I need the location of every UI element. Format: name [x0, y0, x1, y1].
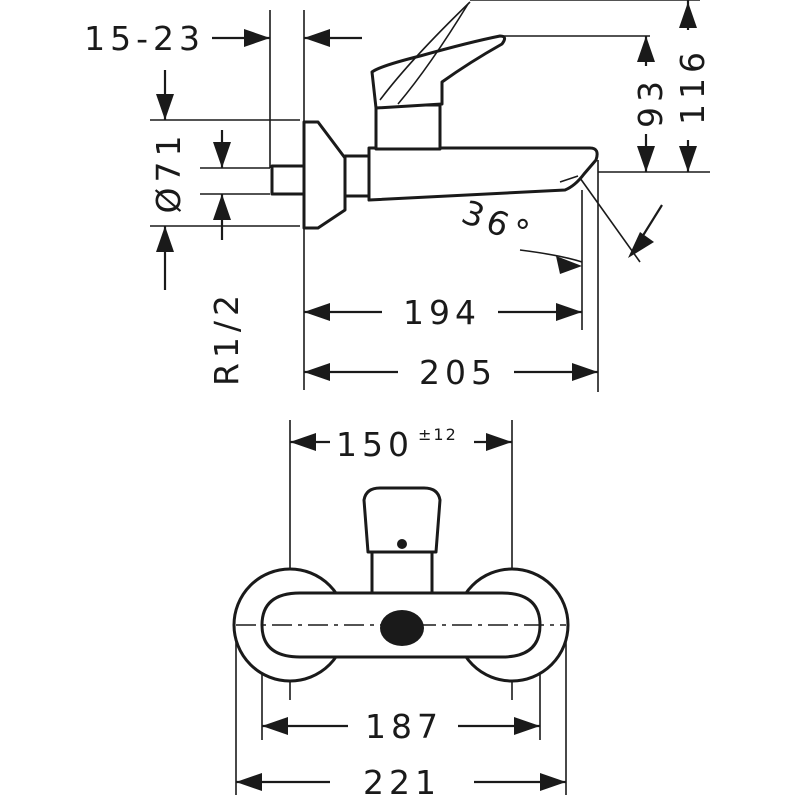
dim-center-distance-label: 150 [336, 425, 414, 464]
dim-wall-offset-label: 15-23 [84, 19, 205, 58]
dim-body-width-label: 187 [365, 707, 443, 746]
dim-center-tolerance-label: ±12 [418, 425, 458, 444]
dim-outlet-depth-label: 194 [403, 293, 481, 332]
dim-body-width: 187 [262, 707, 540, 746]
side-view-faucet-body [270, 1, 599, 230]
dim-thread: R1/2 [207, 130, 246, 386]
dim-rosette-diameter: Ø71 [149, 70, 188, 290]
dim-total-height: 116 [673, 0, 712, 172]
dim-angle-label: 36° [457, 192, 539, 254]
dim-total-height-label: 116 [673, 47, 712, 125]
dim-total-depth-label: 205 [419, 353, 497, 392]
front-view-faucet-body [232, 486, 570, 683]
dim-total-width-label: 221 [363, 763, 441, 800]
dim-total-width: 221 [236, 763, 566, 800]
dim-thread-label: R1/2 [207, 290, 246, 386]
dim-wall-offset: 15-23 [84, 19, 362, 58]
dim-outlet-height-label: 93 [631, 76, 670, 128]
dim-angle: 36° [457, 192, 663, 274]
front-view: 150 ±12 187 221 [232, 420, 570, 800]
dim-total-depth: 205 [304, 353, 598, 392]
dim-center-distance: 150 ±12 [290, 425, 512, 464]
side-view: 15-23 Ø71 R1/2 194 [84, 0, 712, 392]
dim-rosette-diameter-label: Ø71 [149, 131, 188, 214]
dim-outlet-height: 93 [631, 36, 670, 172]
dim-outlet-depth: 194 [304, 293, 582, 332]
side-view-extension-lines [150, 0, 710, 392]
